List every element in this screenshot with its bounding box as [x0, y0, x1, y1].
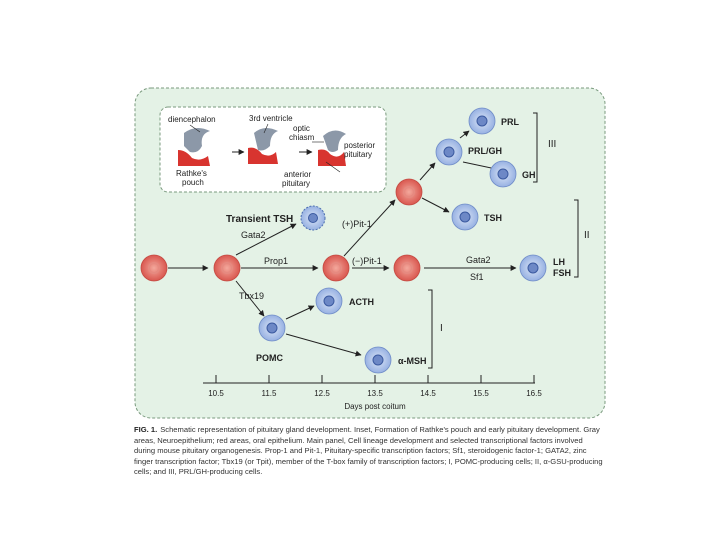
- label-group-i: I: [440, 323, 443, 334]
- label-pit1-plus: (+)Pit-1: [342, 219, 372, 229]
- label-anterior-pituitary-line2: pituitary: [282, 179, 310, 188]
- label-tsh: TSH: [484, 213, 502, 223]
- inset-stage-1: [178, 127, 210, 166]
- inset-leaders: [189, 123, 341, 173]
- axis-tick-label: 10.5: [208, 389, 224, 398]
- axis-tick-label: 16.5: [526, 389, 542, 398]
- cell-tsh: [451, 203, 479, 231]
- cell-prl: [468, 107, 496, 135]
- arrow-pit1-plus: [343, 199, 396, 257]
- label-prl-gh: PRL/GH: [468, 146, 502, 156]
- label-anterior-pituitary-line1: anterior: [284, 170, 311, 179]
- label-pomc: POMC: [256, 353, 284, 363]
- cell-pit1-minus-progenitor: [393, 254, 421, 282]
- label-group-iii: III: [548, 139, 556, 150]
- label-optic-chiasm-line1: optic: [293, 124, 310, 133]
- arrow-to-prl: [459, 130, 470, 139]
- cell-stem: [140, 254, 168, 282]
- label-gata2-lower: Gata2: [466, 255, 491, 265]
- label-gh: GH: [522, 170, 536, 180]
- label-sf1: Sf1: [470, 272, 484, 282]
- cell-acth: [315, 287, 343, 315]
- label-group-ii: II: [584, 230, 590, 241]
- time-axis-ticks: 10.5 11.5 12.5 13.5 14.5 15.5 16.5: [208, 375, 542, 398]
- inset-stage-2: [248, 127, 278, 164]
- label-msh: α-MSH: [398, 356, 427, 366]
- cell-rathke-progenitor: [213, 254, 241, 282]
- cell-prop1-progenitor: [322, 254, 350, 282]
- label-transient-tsh: Transient TSH: [226, 214, 293, 225]
- axis-tick-label: 11.5: [262, 389, 278, 398]
- label-posterior-pituitary-line2: pituitary: [344, 150, 372, 159]
- caption-text: Schematic representation of pituitary gl…: [134, 425, 603, 477]
- caption-label: FIG. 1.: [134, 425, 158, 434]
- label-prl: PRL: [501, 117, 520, 127]
- label-lh: LH: [553, 257, 565, 267]
- bracket-group-ii: [574, 199, 579, 278]
- label-tbx19: Tbx19: [239, 291, 264, 301]
- label-optic-chiasm-line2: chiasm: [289, 133, 315, 142]
- axis-tick-label: 12.5: [314, 389, 330, 398]
- label-posterior-pituitary-line1: posterior: [344, 141, 375, 150]
- bracket-group-i: [428, 289, 433, 369]
- cell-lh-fsh: [519, 254, 547, 282]
- arrow-to-tsh: [421, 197, 450, 213]
- label-third-ventricle: 3rd ventricle: [249, 114, 293, 123]
- axis-tick-label: 15.5: [473, 389, 489, 398]
- label-rathkes-pouch-line2: pouch: [182, 178, 204, 187]
- label-gata2-upper: Gata2: [241, 230, 266, 240]
- arrow-to-msh: [285, 333, 362, 357]
- bracket-group-iii: [533, 112, 538, 183]
- arrow-gata2-transient-tsh: [235, 223, 297, 256]
- label-prop1: Prop1: [264, 256, 288, 266]
- cell-gh: [489, 160, 517, 188]
- time-axis-label: Days post coitum: [344, 402, 406, 411]
- label-rathkes-pouch-line1: Rathke's: [176, 169, 207, 178]
- inset-box: [159, 106, 387, 193]
- cell-transient-tsh: [300, 205, 326, 231]
- axis-tick-label: 13.5: [367, 389, 383, 398]
- label-diencephalon: diencephalon: [168, 115, 216, 124]
- cell-prl-gh: [435, 138, 463, 166]
- cell-pit1-plus-progenitor: [395, 178, 423, 206]
- label-acth: ACTH: [349, 297, 374, 307]
- arrow-to-acth: [285, 305, 315, 320]
- label-pit1-minus: (−)Pit-1: [352, 256, 382, 266]
- cell-pomc: [258, 314, 286, 342]
- label-fsh: FSH: [553, 268, 571, 278]
- axis-tick-label: 14.5: [420, 389, 436, 398]
- arrow-tbx19: [235, 280, 265, 317]
- cell-msh: [364, 346, 392, 374]
- figure-caption: FIG. 1.Schematic representation of pitui…: [134, 425, 604, 478]
- arrow-to-prl-gh: [419, 162, 436, 181]
- inset-stage-3: [318, 130, 346, 166]
